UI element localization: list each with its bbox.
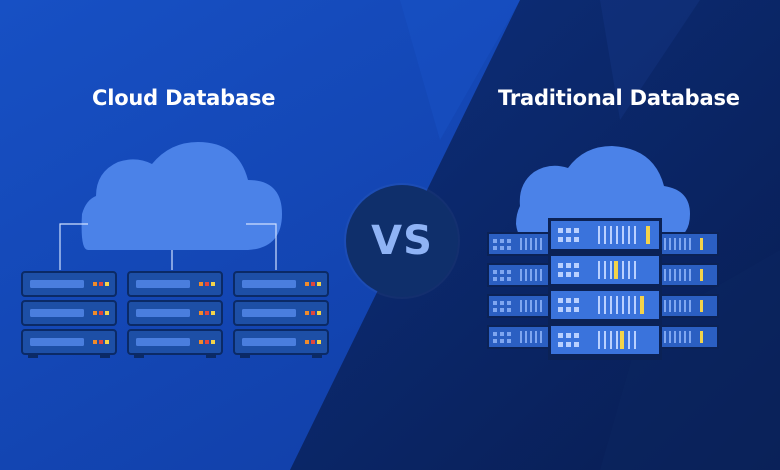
server-unit: [127, 329, 223, 355]
cloud-icon-right: [516, 146, 690, 240]
cloud-database-title: Cloud Database: [92, 86, 276, 110]
server-rack-3: [233, 271, 329, 358]
server-tower-center: [548, 218, 662, 360]
server-unit: [21, 329, 117, 355]
server-unit: [233, 271, 329, 297]
server-stack-right: [653, 232, 719, 349]
traditional-database-title: Traditional Database: [498, 86, 740, 110]
vs-label: VS: [371, 218, 433, 264]
server-unit: [127, 300, 223, 326]
server-unit: [21, 271, 117, 297]
vs-badge: VS: [346, 185, 458, 297]
server-stack-left: [487, 232, 553, 349]
server-rack-2: [127, 271, 223, 358]
cloud-icon-left: [81, 142, 282, 250]
server-rack-1: [21, 271, 117, 358]
server-unit: [233, 300, 329, 326]
server-unit: [233, 329, 329, 355]
server-unit: [127, 271, 223, 297]
server-unit: [21, 300, 117, 326]
connection-lines: [59, 223, 277, 270]
